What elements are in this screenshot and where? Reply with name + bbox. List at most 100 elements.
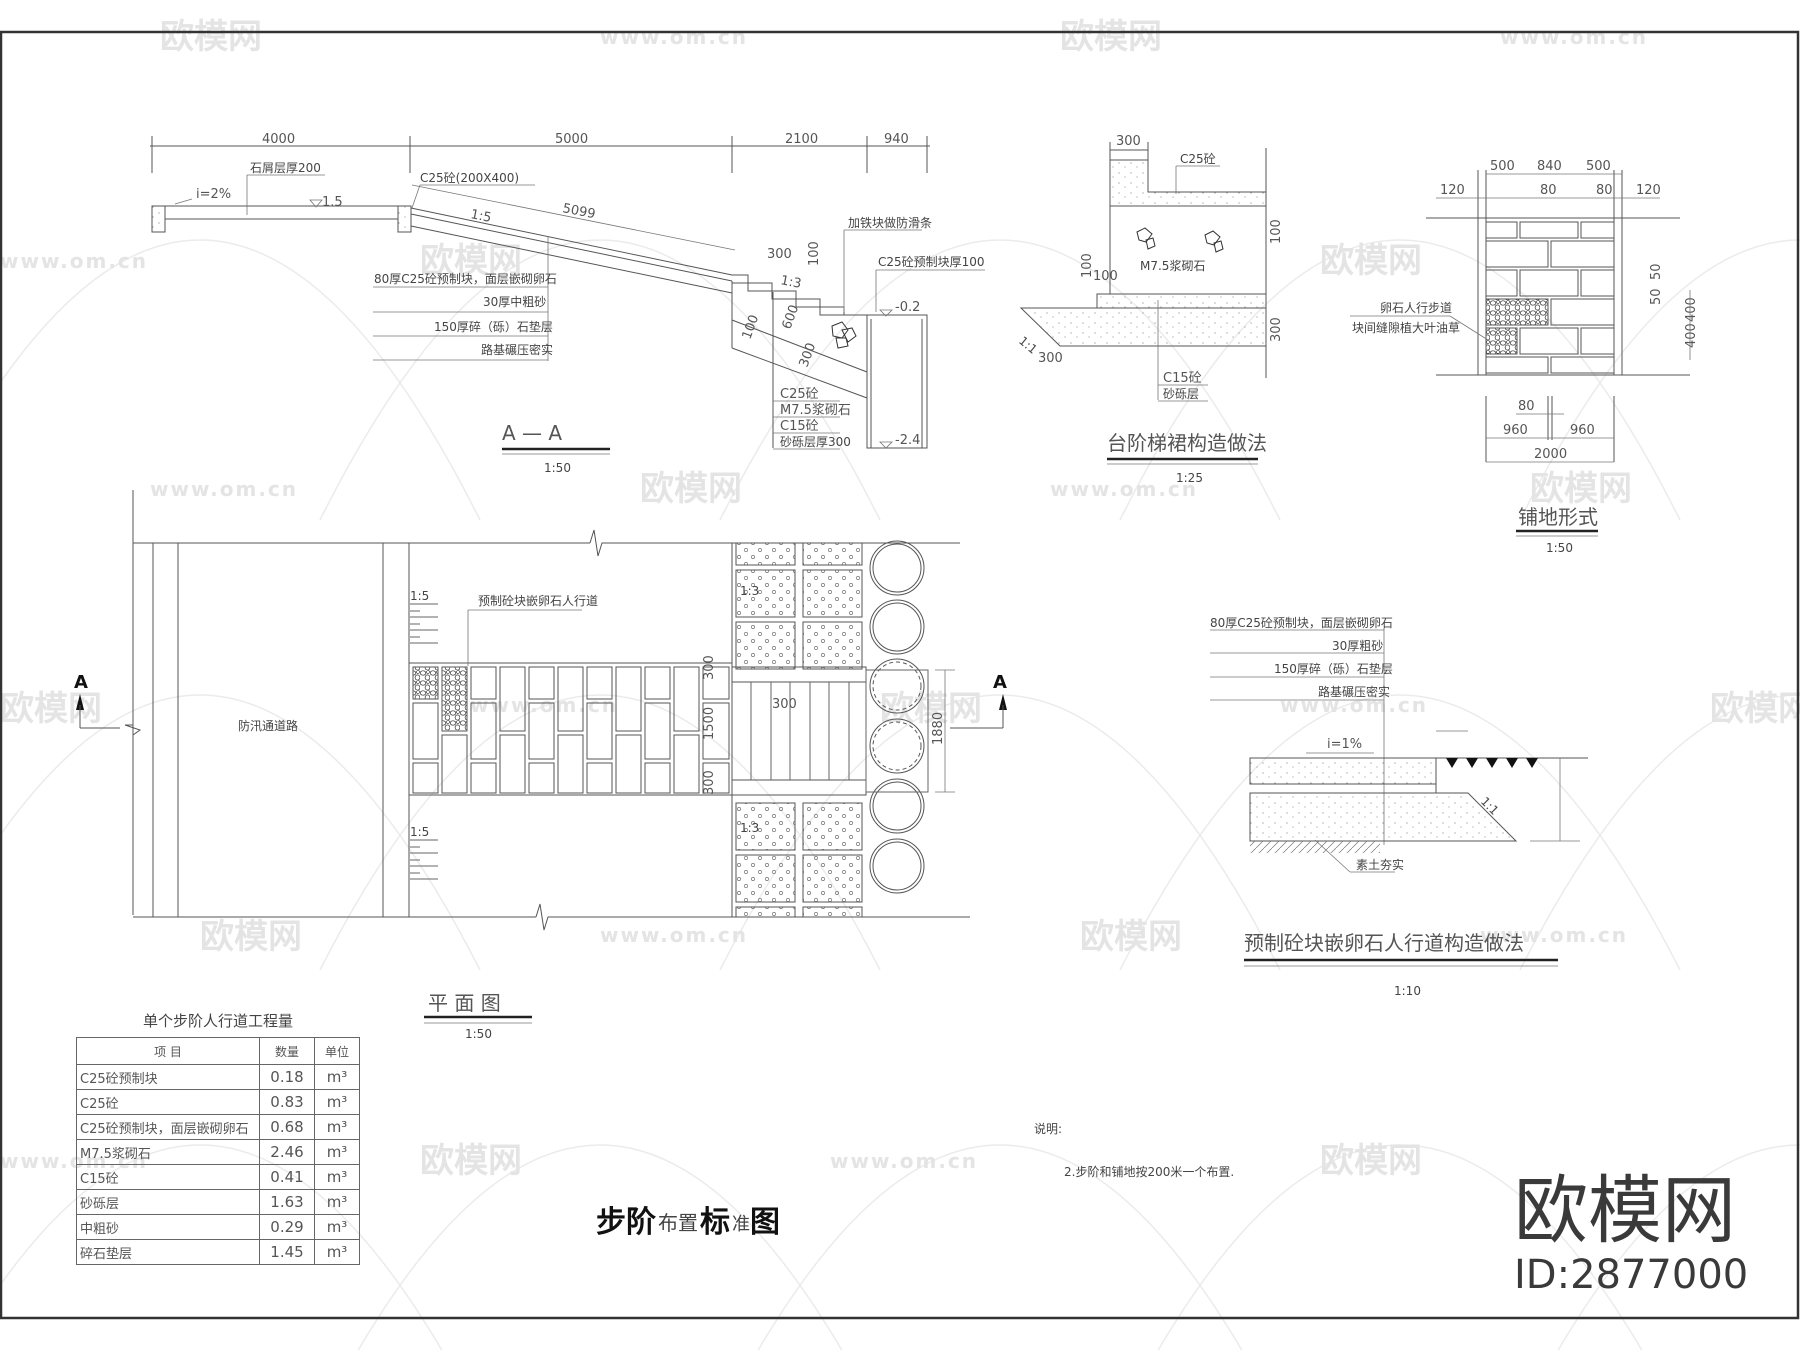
table-cell-item: 中粗砂 <box>76 1214 260 1240</box>
paving-pattern: 500 840 500 120 80 80 120 50 50 400 400 … <box>1350 159 1699 555</box>
table-cell-item: 砂砾层 <box>76 1189 260 1215</box>
watermark-text: 欧模网 www.om.cn 欧模网 www.om.cn 欧模网 www.om.c… <box>0 17 1800 1181</box>
svg-text:欧模网: 欧模网 <box>1060 17 1162 57</box>
svg-text:1:3: 1:3 <box>740 821 759 835</box>
svg-text:欧模网: 欧模网 <box>1514 1168 1736 1254</box>
svg-text:C25砼: C25砼 <box>1180 152 1216 166</box>
brand-logo: 欧模网 ID:2877000 <box>1514 1168 1748 1298</box>
svg-text:1:5: 1:5 <box>410 825 429 839</box>
svg-text:www.om.cn: www.om.cn <box>830 1149 978 1173</box>
svg-text:准: 准 <box>732 1214 750 1235</box>
svg-text:80厚C25砼预制块，面层嵌砌卵石: 80厚C25砼预制块，面层嵌砌卵石 <box>374 272 557 286</box>
svg-text:1:3: 1:3 <box>779 273 802 292</box>
svg-text:C25砼预制块厚100: C25砼预制块厚100 <box>878 255 985 269</box>
sheet-border <box>0 30 1800 1320</box>
svg-text:欧模网: 欧模网 <box>1530 469 1632 509</box>
svg-text:1:50: 1:50 <box>1546 541 1573 555</box>
svg-text:100: 100 <box>740 313 763 341</box>
svg-text:欧模网: 欧模网 <box>640 469 742 509</box>
svg-text:80厚C25砼预制块，面层嵌砌卵石: 80厚C25砼预制块，面层嵌砌卵石 <box>1210 616 1393 630</box>
svg-text:-0.2: -0.2 <box>895 300 920 315</box>
svg-text:C15砼: C15砼 <box>1163 371 1202 386</box>
svg-text:欧模网: 欧模网 <box>1710 689 1800 729</box>
svg-text:M7.5浆砌石: M7.5浆砌石 <box>1140 258 1205 273</box>
svg-text:100: 100 <box>807 241 822 266</box>
table-cell-item: M7.5浆砌石 <box>76 1139 260 1165</box>
svg-text:1880: 1880 <box>931 712 946 745</box>
svg-text:石屑层厚200: 石屑层厚200 <box>250 161 321 175</box>
col-header-qty: 数量 <box>259 1037 315 1065</box>
stair-skirt-title: 台阶梯裙构造做法 <box>1107 431 1267 455</box>
table-cell-item: C25砼预制块 <box>76 1064 260 1090</box>
table-cell-unit: m³ <box>314 1214 360 1240</box>
svg-text:80: 80 <box>1540 183 1557 198</box>
svg-text:www.om.cn: www.om.cn <box>150 477 298 501</box>
rubble-stone-icon <box>831 321 857 349</box>
svg-text:欧模网: 欧模网 <box>420 241 522 281</box>
table-cell-unit: m³ <box>314 1114 360 1140</box>
svg-text:50: 50 <box>1649 263 1664 280</box>
svg-text:www.om.cn: www.om.cn <box>1050 477 1198 501</box>
layer-callouts: 80厚C25砼预制块，面层嵌砌卵石 30厚中粗砂 150厚碎（砾）石垫层 路基碾… <box>373 237 557 361</box>
svg-text:欧模网: 欧模网 <box>1320 1141 1422 1181</box>
svg-text:欧模网: 欧模网 <box>420 1141 522 1181</box>
svg-text:欧模网: 欧模网 <box>0 689 102 729</box>
table-cell-qty: 0.83 <box>259 1089 315 1115</box>
rubble-stone-icon <box>1136 227 1224 253</box>
table-cell-item: C25砼 <box>76 1089 260 1115</box>
section-mark-left: A <box>74 672 120 729</box>
table-cell-qty: 0.18 <box>259 1064 315 1090</box>
paving-title: 铺地形式 <box>1518 505 1598 529</box>
svg-text:欧模网: 欧模网 <box>200 917 302 957</box>
svg-text:标: 标 <box>700 1205 730 1240</box>
svg-text:www.om.cn: www.om.cn <box>470 693 618 717</box>
table-cell-unit: m³ <box>314 1064 360 1090</box>
svg-text:欧模网: 欧模网 <box>1080 917 1182 957</box>
svg-text:80: 80 <box>1518 399 1535 414</box>
svg-text:5000: 5000 <box>555 132 588 147</box>
svg-text:加铁块做防滑条: 加铁块做防滑条 <box>848 215 932 230</box>
svg-text:路基碾压密实: 路基碾压密实 <box>481 342 553 357</box>
svg-text:块间缝隙植大叶油草: 块间缝隙植大叶油草 <box>1352 320 1460 335</box>
svg-text:80: 80 <box>1596 183 1613 198</box>
svg-text:步阶: 步阶 <box>596 1205 656 1240</box>
svg-text:4000: 4000 <box>262 132 295 147</box>
svg-text:www.om.cn: www.om.cn <box>1480 923 1628 947</box>
svg-text:300: 300 <box>1038 351 1063 366</box>
svg-text:100: 100 <box>1080 253 1095 278</box>
table-cell-qty: 1.45 <box>259 1239 315 1265</box>
svg-text:30厚粗砂: 30厚粗砂 <box>1332 639 1383 653</box>
table-cell-unit: m³ <box>314 1189 360 1215</box>
svg-text:300: 300 <box>702 655 717 680</box>
svg-text:www.om.cn: www.om.cn <box>0 249 148 273</box>
svg-text:400: 400 <box>1684 297 1699 322</box>
svg-text:砂砾层: 砂砾层 <box>1163 387 1199 401</box>
svg-text:300: 300 <box>702 770 717 795</box>
svg-text:路基碾压密实: 路基碾压密实 <box>1318 684 1390 699</box>
step-layer-labels: C25砼 M7.5浆砌石 C15砼 砂砾层厚300 <box>773 387 851 450</box>
svg-text:1:1: 1:1 <box>1016 334 1040 357</box>
svg-text:防汛通道路: 防汛通道路 <box>238 718 298 733</box>
svg-text:C15砼: C15砼 <box>780 419 819 434</box>
section-aa-title: A — A <box>502 421 562 445</box>
notes: 说明: 2.步阶和铺地按200米一个布置. <box>1034 1121 1234 1179</box>
svg-text:120: 120 <box>1440 183 1465 198</box>
table-cell-unit: m³ <box>314 1164 360 1190</box>
svg-text:2.步阶和铺地按200米一个布置.: 2.步阶和铺地按200米一个布置. <box>1064 1165 1234 1179</box>
svg-text:M7.5浆砌石: M7.5浆砌石 <box>780 403 851 418</box>
svg-text:-2.4: -2.4 <box>895 433 920 448</box>
section-mark-right: A <box>950 672 1007 729</box>
svg-text:i=1%: i=1% <box>1327 737 1362 752</box>
stair-skirt-detail: 300 C25砼 M7.5浆砌石 100 100 100 300 300 1:1… <box>1016 134 1284 485</box>
svg-text:www.om.cn: www.om.cn <box>1280 693 1428 717</box>
plan-view: 防汛通道路 1:5 1:5 预制砼块嵌卵石人行道 <box>74 490 1007 1041</box>
svg-text:C25砼: C25砼 <box>780 387 819 402</box>
svg-text:www.om.cn: www.om.cn <box>600 923 748 947</box>
svg-text:150厚碎（砾）石垫层: 150厚碎（砾）石垫层 <box>1274 661 1393 676</box>
